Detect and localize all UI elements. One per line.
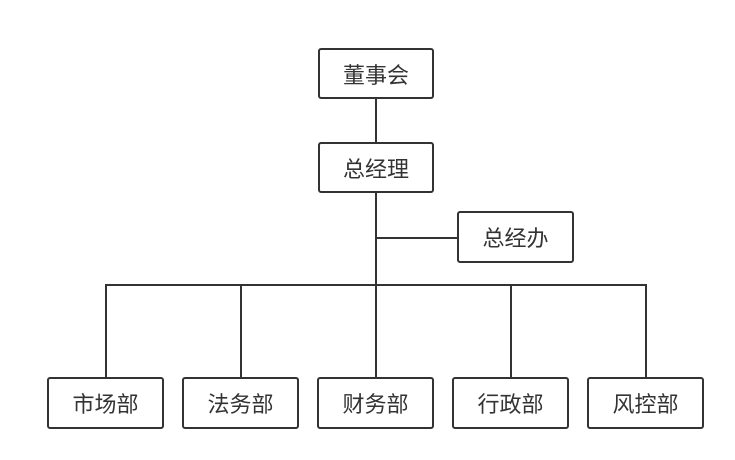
connector-ceo-trunk xyxy=(375,192,377,286)
node-dept-risk: 风控部 xyxy=(587,377,704,429)
node-board: 董事会 xyxy=(318,48,434,99)
node-ceo-office: 总经办 xyxy=(457,211,574,263)
connector-dept-2 xyxy=(240,284,242,378)
connector-dept-1 xyxy=(105,284,107,378)
connector-dept-4 xyxy=(510,284,512,378)
node-dept-marketing: 市场部 xyxy=(47,377,164,429)
connector-board-ceo xyxy=(375,98,377,142)
connector-trunk-office xyxy=(376,237,458,239)
node-ceo: 总经理 xyxy=(318,142,434,193)
node-dept-finance: 财务部 xyxy=(317,377,434,429)
connector-dept-3 xyxy=(375,284,377,378)
node-dept-admin: 行政部 xyxy=(452,377,569,429)
node-dept-legal: 法务部 xyxy=(182,377,299,429)
connector-dept-5 xyxy=(645,284,647,378)
